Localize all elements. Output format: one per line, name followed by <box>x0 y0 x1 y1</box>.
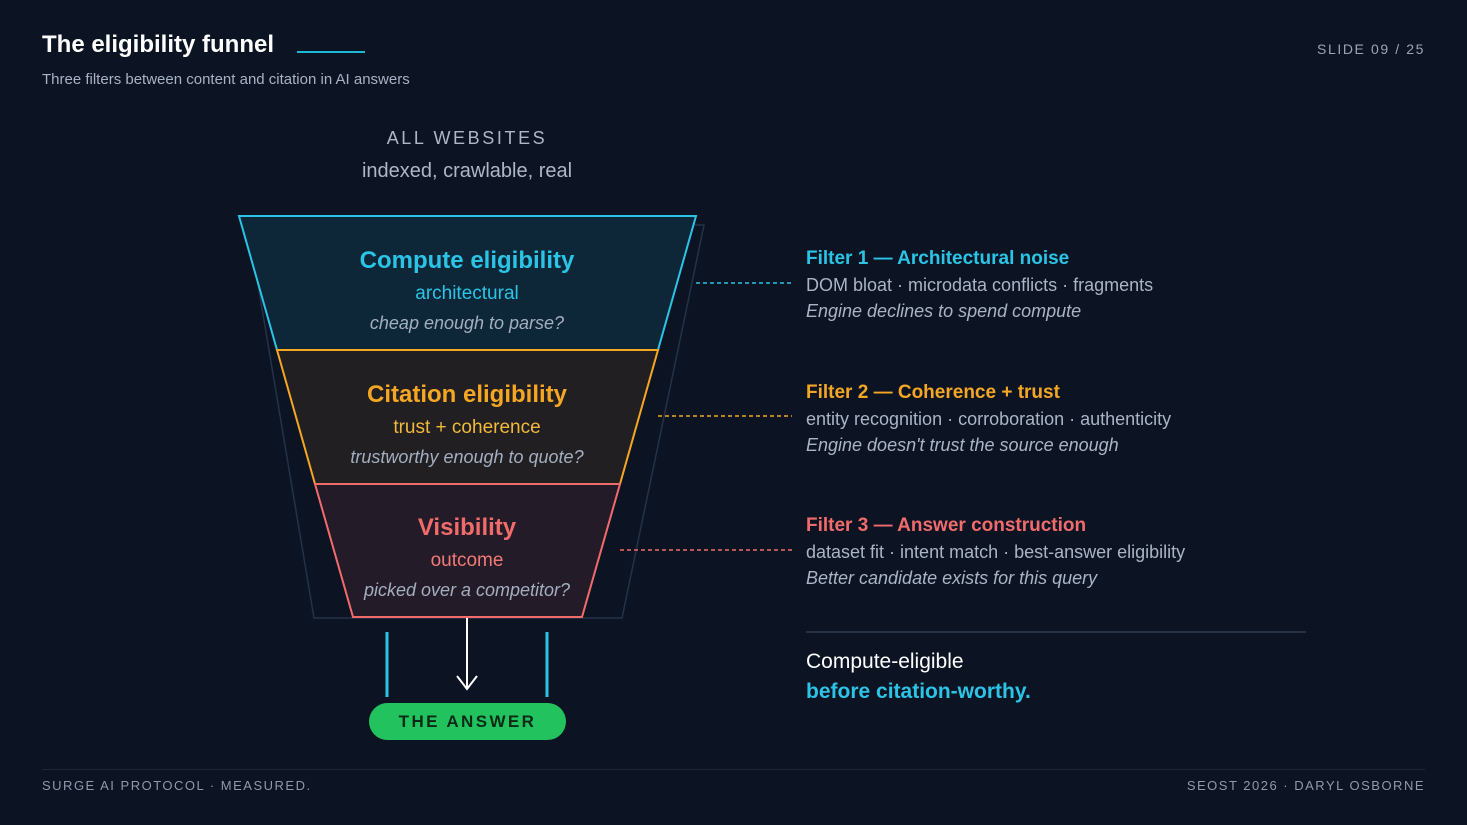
filter-items: entity recognition · corroboration · aut… <box>806 409 1172 429</box>
funnel-top-label: ALL WEBSITES <box>386 128 548 148</box>
arrowhead-icon <box>456 675 478 691</box>
tier-citation-eligibility: Citation eligibility trust + coherence t… <box>267 381 667 468</box>
filter-note: Engine declines to spend compute <box>806 301 1082 321</box>
filter-note: Engine doesn't trust the source enough <box>806 435 1119 455</box>
tier-question: cheap enough to parse? <box>369 313 565 333</box>
tier-visibility: Visibility outcome picked over a competi… <box>267 514 667 601</box>
filter-heading: Filter 1 — Architectural noise <box>806 248 1070 269</box>
summary-line-1: Compute-eligible <box>806 650 964 673</box>
title-accent-rule <box>297 51 365 53</box>
footer-divider <box>42 769 1425 770</box>
filter-2-block: Filter 2 — Coherence + trust entity reco… <box>806 382 1171 456</box>
tier-name: Citation eligibility <box>366 381 567 408</box>
footer-right: SEOST 2026 · DARYL OSBORNE <box>1186 778 1425 793</box>
slide-title: The eligibility funnel <box>42 31 275 58</box>
summary-divider <box>806 631 1306 633</box>
filter-3-block: Filter 3 — Answer construction dataset f… <box>806 515 1185 589</box>
tier-compute-eligibility: Compute eligibility architectural cheap … <box>267 247 667 334</box>
filter-heading: Filter 3 — Answer construction <box>806 515 1087 536</box>
funnel-top-sub: indexed, crawlable, real <box>361 160 573 182</box>
answer-pill: THE ANSWER <box>369 703 566 740</box>
tier-question: trustworthy enough to quote? <box>350 447 584 467</box>
tier-question: picked over a competitor? <box>363 580 571 600</box>
slide-number: SLIDE 09 / 25 <box>1317 41 1425 57</box>
tier-kind: architectural <box>415 283 519 304</box>
filter-items: dataset fit · intent match · best-answer… <box>806 542 1186 562</box>
funnel-tier-3-shape <box>313 483 622 618</box>
filter-note: Better candidate exists for this query <box>806 568 1098 588</box>
slide-subtitle: Three filters between content and citati… <box>42 71 410 88</box>
filter-items: DOM bloat · microdata conflicts · fragme… <box>806 275 1154 295</box>
tier-kind: outcome <box>430 550 504 571</box>
filter-1-block: Filter 1 — Architectural noise DOM bloat… <box>806 248 1153 322</box>
tier-name: Compute eligibility <box>359 247 575 274</box>
summary-line-2: before citation-worthy. <box>806 680 1031 703</box>
filter-heading: Filter 2 — Coherence + trust <box>806 382 1060 403</box>
tier-name: Visibility <box>417 514 517 541</box>
tier-kind: trust + coherence <box>393 417 541 438</box>
footer-left: SURGE AI PROTOCOL · MEASURED. <box>42 778 312 793</box>
